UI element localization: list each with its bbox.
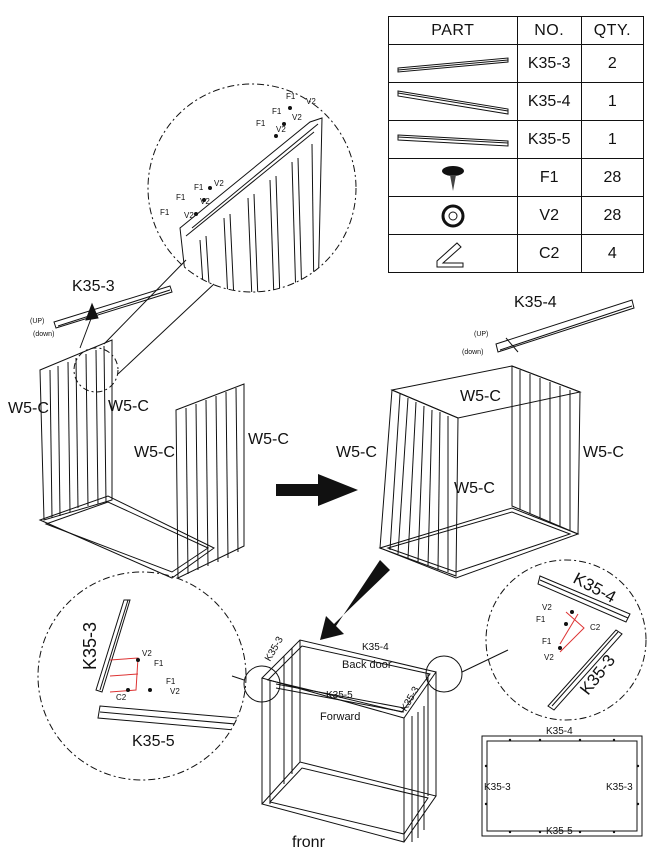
detail-v2-label: V2 [184, 211, 194, 220]
step1-wall-label: W5-C [8, 400, 49, 417]
detail-right-k35-3-label: K35-3 [576, 651, 619, 698]
step1-wall-label: W5-C [248, 431, 289, 448]
part-number: F1 [516, 158, 582, 197]
detail-right-v2-label: V2 [544, 653, 554, 662]
header-no: NO. [516, 16, 582, 45]
parts-table: PART NO. QTY. K35-3 2 K35-4 1 K35-5 1 F1… [388, 16, 645, 273]
right-arrow-icon [276, 474, 358, 506]
step1-frame [38, 285, 245, 579]
step1-rail-label: K35-3 [72, 278, 115, 295]
part-number: K35-3 [516, 44, 582, 83]
part-number: K35-4 [516, 82, 582, 121]
table-row: K35-3 2 [388, 44, 645, 83]
detail-v2-label: V2 [200, 197, 210, 206]
step3-top-rail-label: K35-4 [362, 642, 389, 653]
detail-v2-label: V2 [276, 125, 286, 134]
table-row: F1 28 [388, 158, 645, 197]
washer-icon [388, 196, 518, 235]
rail-icon [388, 120, 518, 159]
detail-left-k35-5-label: K35-5 [132, 733, 175, 750]
left-detail-circle: K35-3 K35-5 V2 F1 F1 V2 C2 [37, 571, 247, 781]
detail-right-f1-label: F1 [536, 615, 546, 624]
step1-down-label: (down) [33, 331, 54, 338]
detail-f1-label: F1 [256, 119, 266, 128]
step3-right-rail-label: K35-3 [399, 685, 422, 714]
step3-front-label: fronr [292, 834, 326, 851]
step1-wall-label: W5-C [108, 398, 149, 415]
part-qty: 4 [580, 234, 645, 273]
step1-up-label: (UP) [30, 318, 44, 325]
detail-v2-label: V2 [292, 113, 302, 122]
plan-view-rivets [484, 738, 640, 834]
detail-f1-label: F1 [272, 107, 282, 116]
plan-right-label: K35-3 [606, 782, 633, 793]
bracket-icon [388, 234, 518, 273]
step2-down-label: (down) [462, 349, 483, 356]
part-number: C2 [516, 234, 582, 273]
detail-left-v2-label: V2 [142, 649, 152, 658]
right-detail-circle: K35-4 K35-3 V2 F1 C2 F1 V2 [485, 559, 647, 721]
table-row: K35-5 1 [388, 120, 645, 159]
part-qty: 28 [580, 196, 645, 235]
part-qty: 2 [580, 44, 645, 83]
step3-mid-rail-label: K35-5 [326, 690, 353, 701]
rail-icon [388, 44, 518, 83]
step1-wall-label: W5-C [134, 444, 175, 461]
detail-left-f1-label: F1 [166, 677, 176, 686]
header-qty: QTY. [580, 16, 645, 45]
detail-right-c2-label: C2 [590, 623, 601, 632]
step3-left-rail-label: K35-3 [263, 635, 286, 664]
detail-f1-label: F1 [176, 193, 186, 202]
detail-f1-label: F1 [286, 92, 296, 101]
part-qty: 1 [580, 120, 645, 159]
screw-icon [388, 158, 518, 197]
plan-left-label: K35-3 [484, 782, 511, 793]
part-qty: 28 [580, 158, 645, 197]
detail-v2-label: V2 [306, 97, 316, 106]
detail-f1-label: F1 [194, 183, 204, 192]
step2-wall-label: W5-C [336, 444, 377, 461]
step3-forward-label: Forward [320, 711, 360, 723]
parts-table-header: PART NO. QTY. [388, 16, 645, 45]
step3-back-door-label: Back door [342, 659, 392, 671]
part-number: V2 [516, 196, 582, 235]
detail-v2-label: V2 [214, 179, 224, 188]
step3-frame [243, 639, 463, 843]
down-left-arrow-icon [320, 560, 390, 640]
detail-left-v2-label: V2 [170, 687, 180, 696]
part-number: K35-5 [516, 120, 582, 159]
plan-bottom-label: K35-5 [546, 826, 573, 837]
detail-left-f1-label: F1 [154, 659, 164, 668]
top-detail-circle: F1 V2 F1 V2 F1 V2 F1 V2 F1 V2 F1 V2 [147, 83, 357, 293]
part-qty: 1 [580, 82, 645, 121]
step2-up-label: (UP) [474, 331, 488, 338]
plan-view [481, 735, 643, 837]
table-row: C2 4 [388, 234, 645, 273]
detail-f1-label: F1 [160, 208, 170, 217]
detail-right-v2-label: V2 [542, 603, 552, 612]
detail-left-k35-3-label: K35-3 [80, 622, 100, 670]
rail-icon [388, 82, 518, 121]
detail-right-f1-label: F1 [542, 637, 552, 646]
step2-frame [378, 299, 635, 579]
plan-top-label: K35-4 [546, 726, 573, 737]
table-row: K35-4 1 [388, 82, 645, 121]
step2-wall-label: W5-C [583, 444, 624, 461]
table-row: V2 28 [388, 196, 645, 235]
header-part: PART [388, 16, 518, 45]
step2-wall-label: W5-C [454, 480, 495, 497]
detail-left-c2-label: C2 [116, 693, 127, 702]
step2-wall-label: W5-C [460, 388, 501, 405]
step2-rail-label: K35-4 [514, 294, 557, 311]
